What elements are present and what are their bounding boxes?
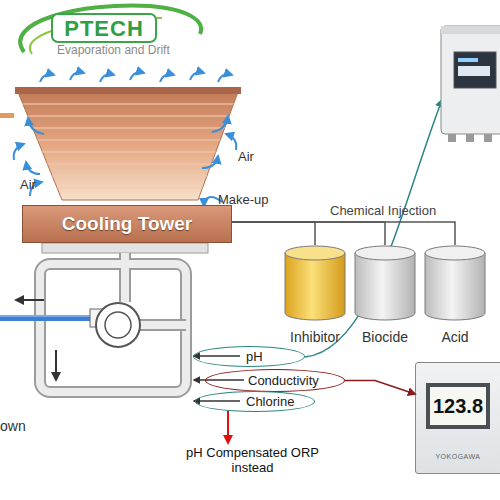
- node-text: Inhibitor: [275, 329, 355, 345]
- acid-tank: Acid: [423, 245, 487, 349]
- tank-top: [285, 246, 345, 260]
- tank-caption: Acid: [415, 329, 495, 345]
- node-text: pH: [246, 349, 263, 364]
- tank-top: [355, 246, 415, 260]
- inhibitor-tank: Inhibitor: [283, 245, 347, 349]
- makeup-label: Make-up: [218, 193, 288, 208]
- biocide-tank: Biocide: [353, 245, 417, 349]
- air-flow-arrows: [14, 116, 237, 206]
- node-text: YOKOGAWA: [416, 453, 500, 460]
- ph-sensor-oval: pH: [193, 346, 305, 367]
- tank-top: [425, 246, 485, 260]
- basin-and-pipes: [0, 243, 208, 392]
- cooling-tower-box: Cooling Tower: [22, 205, 232, 243]
- blowdown-label: own: [0, 418, 40, 434]
- tank-cylinder: [423, 245, 487, 321]
- chemical-injection-line: [232, 222, 455, 245]
- tank-cylinder: [283, 245, 347, 321]
- connector-label: Chemical Injection: [330, 204, 436, 219]
- note-text: pH Compensated ORP instead: [180, 446, 325, 476]
- chlorine-sensor-oval: Chlorine: [195, 391, 315, 412]
- node-text: Conductivity: [248, 373, 319, 388]
- analyzer-footer: YOKOGAWA: [416, 453, 500, 460]
- air-label: Air: [238, 150, 278, 165]
- evaporation-arrows: [40, 72, 232, 82]
- orp-note-arrow: [227, 411, 229, 443]
- logo-text: PTECH: [52, 16, 156, 41]
- node-text: Biocide: [345, 329, 425, 345]
- node-text: Cooling Tower: [62, 213, 193, 235]
- node-text: 123.8: [433, 395, 483, 418]
- ph-analyzer-symbol: [441, 26, 500, 142]
- analyzer-screen: 123.8: [426, 383, 490, 429]
- conductivity-analyzer: 123.8YOKOGAWA: [415, 362, 500, 474]
- tank-body: [285, 253, 345, 320]
- node-text: Chlorine: [246, 394, 294, 409]
- tower-shell: [0, 87, 260, 200]
- tank-body: [425, 253, 485, 320]
- chemical-injection-line: [232, 222, 385, 245]
- tank-caption: Inhibitor: [275, 329, 355, 345]
- tank-cylinder: [353, 245, 417, 321]
- chemical-injection-line: [232, 222, 315, 245]
- conductivity-sensor-oval: Conductivity: [205, 369, 345, 392]
- sensor-arrows: [194, 356, 244, 401]
- logo-subtitle: Evaporation and Drift: [57, 44, 207, 58]
- node-text: Acid: [415, 329, 495, 345]
- tank-caption: Biocide: [345, 329, 425, 345]
- signal-line: [345, 381, 415, 395]
- air-label: Air: [20, 178, 60, 193]
- tank-body: [355, 253, 415, 320]
